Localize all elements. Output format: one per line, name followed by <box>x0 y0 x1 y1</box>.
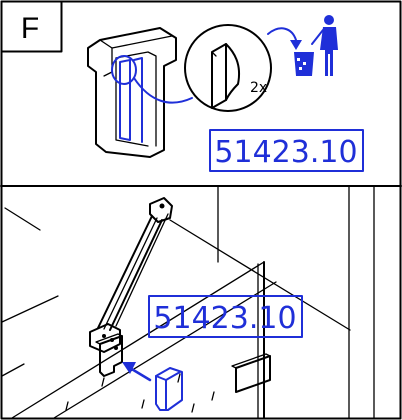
part-number-box-bottom: 51423.10 <box>148 295 303 338</box>
quantity-label: 2x <box>250 80 267 96</box>
clip-cover-part <box>87 27 177 158</box>
insert-arrow-icon <box>122 362 152 382</box>
magnify-callout <box>111 24 272 112</box>
part-number-top: 51423.10 <box>214 135 357 170</box>
step-label: F <box>21 12 39 45</box>
part-number-bottom: 51423.10 <box>153 301 296 336</box>
wall-mount-bracket <box>231 353 271 393</box>
glass-panel <box>11 261 277 419</box>
magnified-foil-strip: 2x <box>211 43 267 109</box>
trash-bin-person-icon <box>294 15 338 76</box>
shower-stabilizer-bar <box>89 197 173 353</box>
wall-clamp-cover <box>155 367 183 411</box>
part-number-box-top: 51423.10 <box>209 129 364 172</box>
discard-arrow-icon <box>267 27 302 50</box>
room-perspective-lines <box>1 186 375 419</box>
glass-clamp <box>95 333 123 377</box>
step-label-box: F <box>0 0 63 53</box>
